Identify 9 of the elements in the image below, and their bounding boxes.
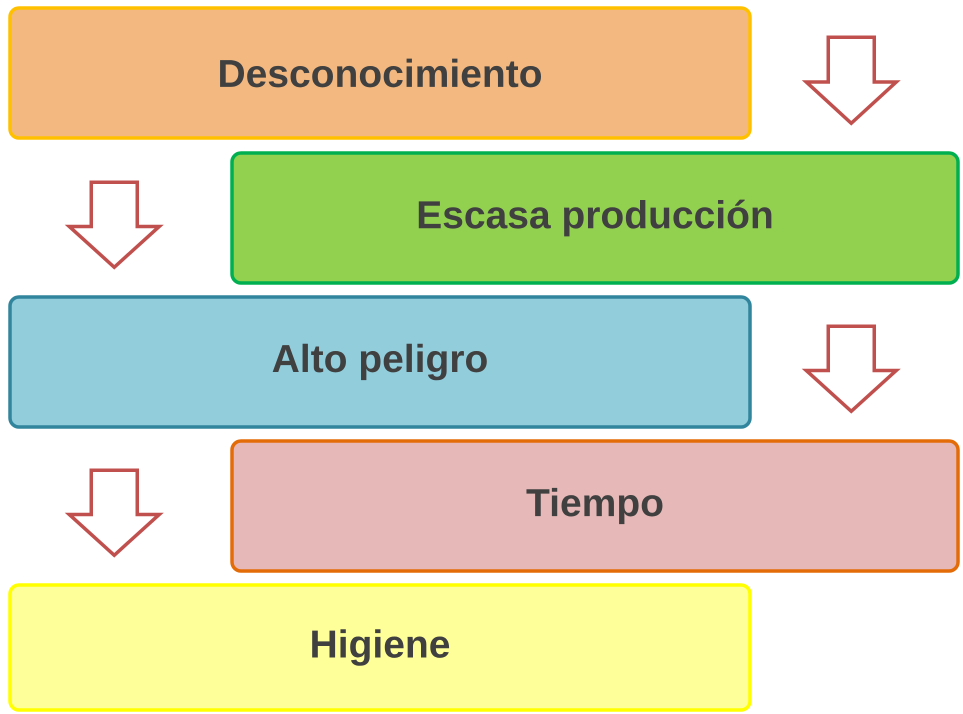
block-arrow — [802, 36, 901, 126]
block-arrow — [64, 468, 164, 558]
text-box: Desconocimiento — [8, 6, 752, 140]
text-box: Higiene — [8, 583, 752, 712]
text-box: Escasa producción — [230, 151, 960, 285]
text-box: Alto peligro — [8, 295, 752, 429]
block-arrow — [802, 324, 901, 414]
text-box: Tiempo — [230, 439, 960, 573]
block-arrow — [64, 180, 164, 270]
